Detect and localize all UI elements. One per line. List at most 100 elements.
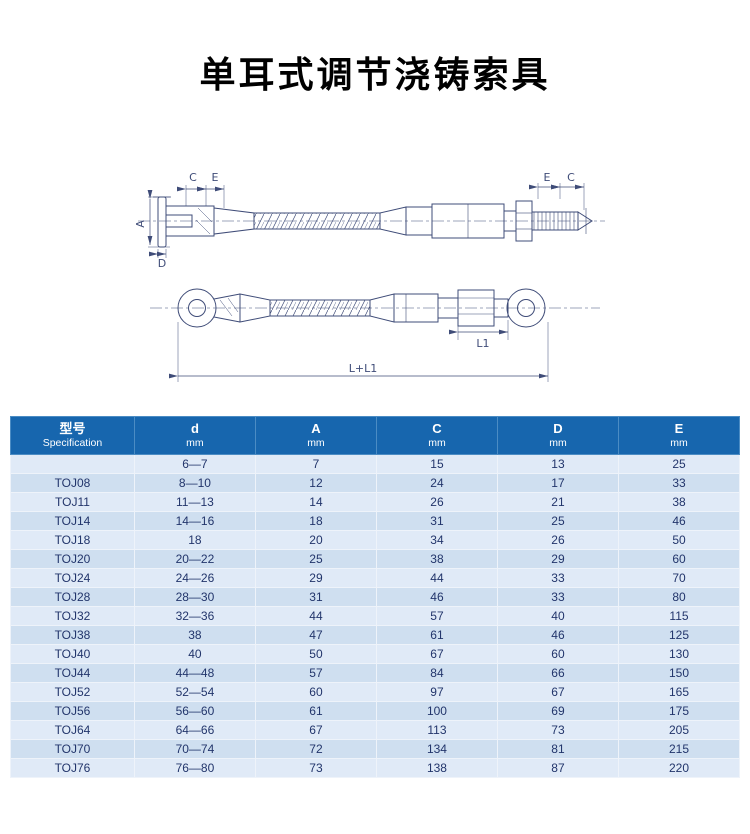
cell-spec: TOJ24	[10, 568, 135, 588]
cell-d: 64—66	[133, 720, 256, 740]
cell-a: 7	[254, 454, 377, 474]
cell-c: 31	[375, 511, 498, 531]
cell-c: 44	[375, 568, 498, 588]
cell-a: 61	[254, 701, 377, 721]
cell-c: 138	[375, 758, 498, 778]
cell-d: 70—74	[133, 739, 256, 759]
cell-dd: 69	[496, 701, 619, 721]
cell-a: 25	[254, 549, 377, 569]
cell-d: 52—54	[133, 682, 256, 702]
cell-d: 44—48	[133, 663, 256, 683]
cell-d: 18	[133, 530, 256, 550]
cell-spec: TOJ38	[10, 625, 135, 645]
cell-a: 44	[254, 606, 377, 626]
cell-dd: 67	[496, 682, 619, 702]
cell-c: 38	[375, 549, 498, 569]
cell-spec: TOJ28	[10, 587, 135, 607]
cell-a: 72	[254, 739, 377, 759]
cell-e: 125	[617, 625, 741, 645]
cell-dd: 29	[496, 549, 619, 569]
cell-d: 40	[133, 644, 256, 664]
cell-c: 34	[375, 530, 498, 550]
cell-a: 12	[254, 473, 377, 493]
cell-a: 20	[254, 530, 377, 550]
cell-d: 76—80	[133, 758, 256, 778]
cell-spec: TOJ44	[10, 663, 135, 683]
cell-d: 56—60	[133, 701, 256, 721]
lower-view	[150, 288, 600, 382]
cell-dd: 87	[496, 758, 619, 778]
cell-c: 15	[375, 454, 498, 474]
dim-label-l-total: L+L1	[349, 362, 377, 375]
cell-d: 8—10	[133, 473, 256, 493]
cell-c: 57	[375, 606, 498, 626]
cell-a: 73	[254, 758, 377, 778]
cell-dd: 25	[496, 511, 619, 531]
cell-e: 220	[617, 758, 741, 778]
cell-dd: 17	[496, 473, 619, 493]
cell-spec: TOJ08	[10, 473, 135, 493]
cell-d: 38	[133, 625, 256, 645]
cell-a: 14	[254, 492, 377, 512]
cell-dd: 26	[496, 530, 619, 550]
cell-e: 175	[617, 701, 741, 721]
cell-dd: 33	[496, 587, 619, 607]
upper-view	[138, 183, 605, 258]
cell-c: 100	[375, 701, 498, 721]
cell-c: 24	[375, 473, 498, 493]
cell-a: 29	[254, 568, 377, 588]
cell-spec: TOJ20	[10, 549, 135, 569]
cell-e: 60	[617, 549, 741, 569]
cell-dd: 73	[496, 720, 619, 740]
dim-label-a: A	[134, 220, 147, 228]
cell-c: 67	[375, 644, 498, 664]
cell-spec: TOJ52	[10, 682, 135, 702]
cell-dd: 46	[496, 625, 619, 645]
cell-spec: TOJ11	[10, 492, 135, 512]
cell-dd: 66	[496, 663, 619, 683]
cell-c: 61	[375, 625, 498, 645]
diagram-section: C E A D E C L1 L+L1	[0, 166, 750, 406]
cell-a: 18	[254, 511, 377, 531]
cell-dd: 13	[496, 454, 619, 474]
cell-c: 134	[375, 739, 498, 759]
cell-spec: TOJ40	[10, 644, 135, 664]
cell-d: 14—16	[133, 511, 256, 531]
cell-a: 31	[254, 587, 377, 607]
cell-d: 11—13	[133, 492, 256, 512]
page-title: 单耳式调节浇铸索具	[199, 55, 551, 96]
cell-e: 205	[617, 720, 741, 740]
cell-c: 97	[375, 682, 498, 702]
turnbuckle-technical-drawing: C E A D E C L1 L+L1	[134, 171, 605, 382]
dim-label-l1: L1	[476, 337, 489, 350]
cell-c: 46	[375, 587, 498, 607]
cell-spec: TOJ32	[10, 606, 135, 626]
cell-spec	[10, 454, 135, 474]
cell-spec: TOJ14	[10, 511, 135, 531]
cell-dd: 33	[496, 568, 619, 588]
cell-dd: 21	[496, 492, 619, 512]
cell-e: 46	[617, 511, 741, 531]
cell-d: 28—30	[133, 587, 256, 607]
cell-dd: 60	[496, 644, 619, 664]
cell-e: 150	[617, 663, 741, 683]
cell-dd: 40	[496, 606, 619, 626]
cell-spec: TOJ76	[10, 758, 135, 778]
cell-a: 67	[254, 720, 377, 740]
